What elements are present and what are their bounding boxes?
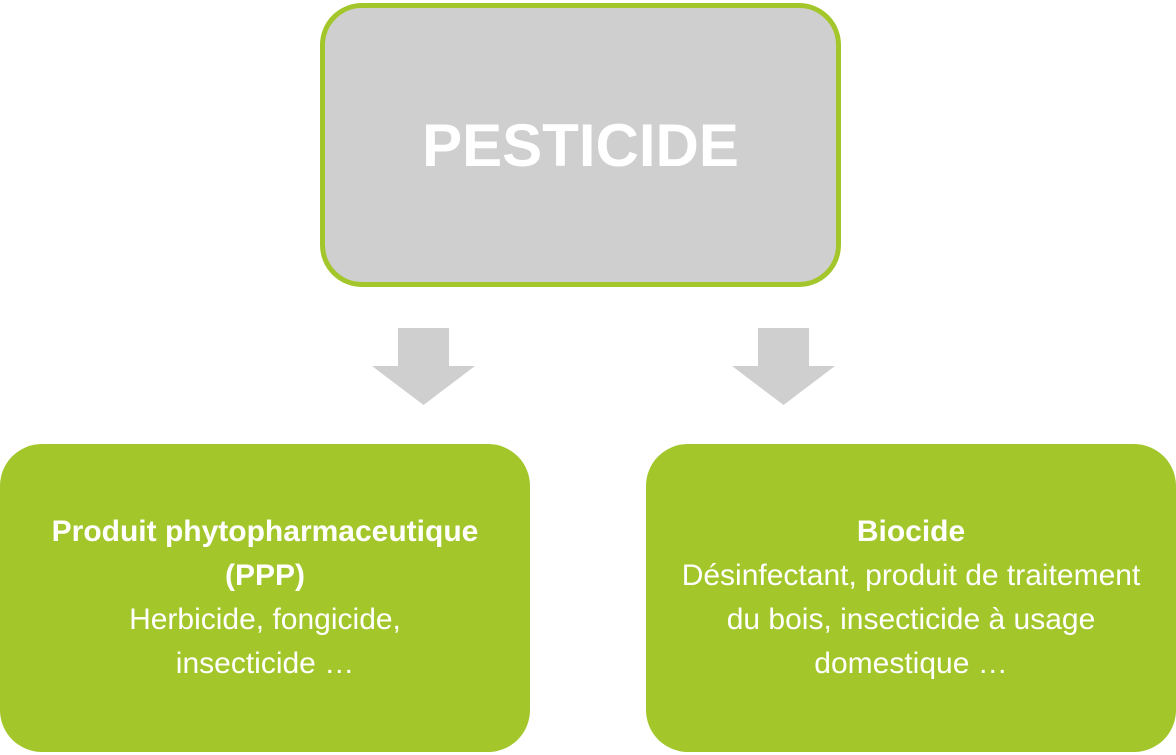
pesticide-root-box: PESTICIDE bbox=[320, 3, 841, 287]
ppp-box: Produit phytopharmaceutique (PPP) Herbic… bbox=[0, 444, 530, 752]
biocide-description: Désinfectant, produit de traitement du b… bbox=[681, 559, 1141, 680]
down-arrow-left-icon bbox=[372, 328, 475, 405]
root-label: PESTICIDE bbox=[422, 111, 739, 179]
ppp-title: Produit phytopharmaceutique (PPP) bbox=[51, 515, 479, 592]
biocide-title: Biocide bbox=[856, 515, 966, 548]
down-arrow-right-icon bbox=[732, 328, 835, 405]
biocide-box: Biocide Désinfectant, produit de traitem… bbox=[646, 444, 1176, 752]
ppp-description: Herbicide, fongicide, insecticide … bbox=[129, 603, 401, 680]
